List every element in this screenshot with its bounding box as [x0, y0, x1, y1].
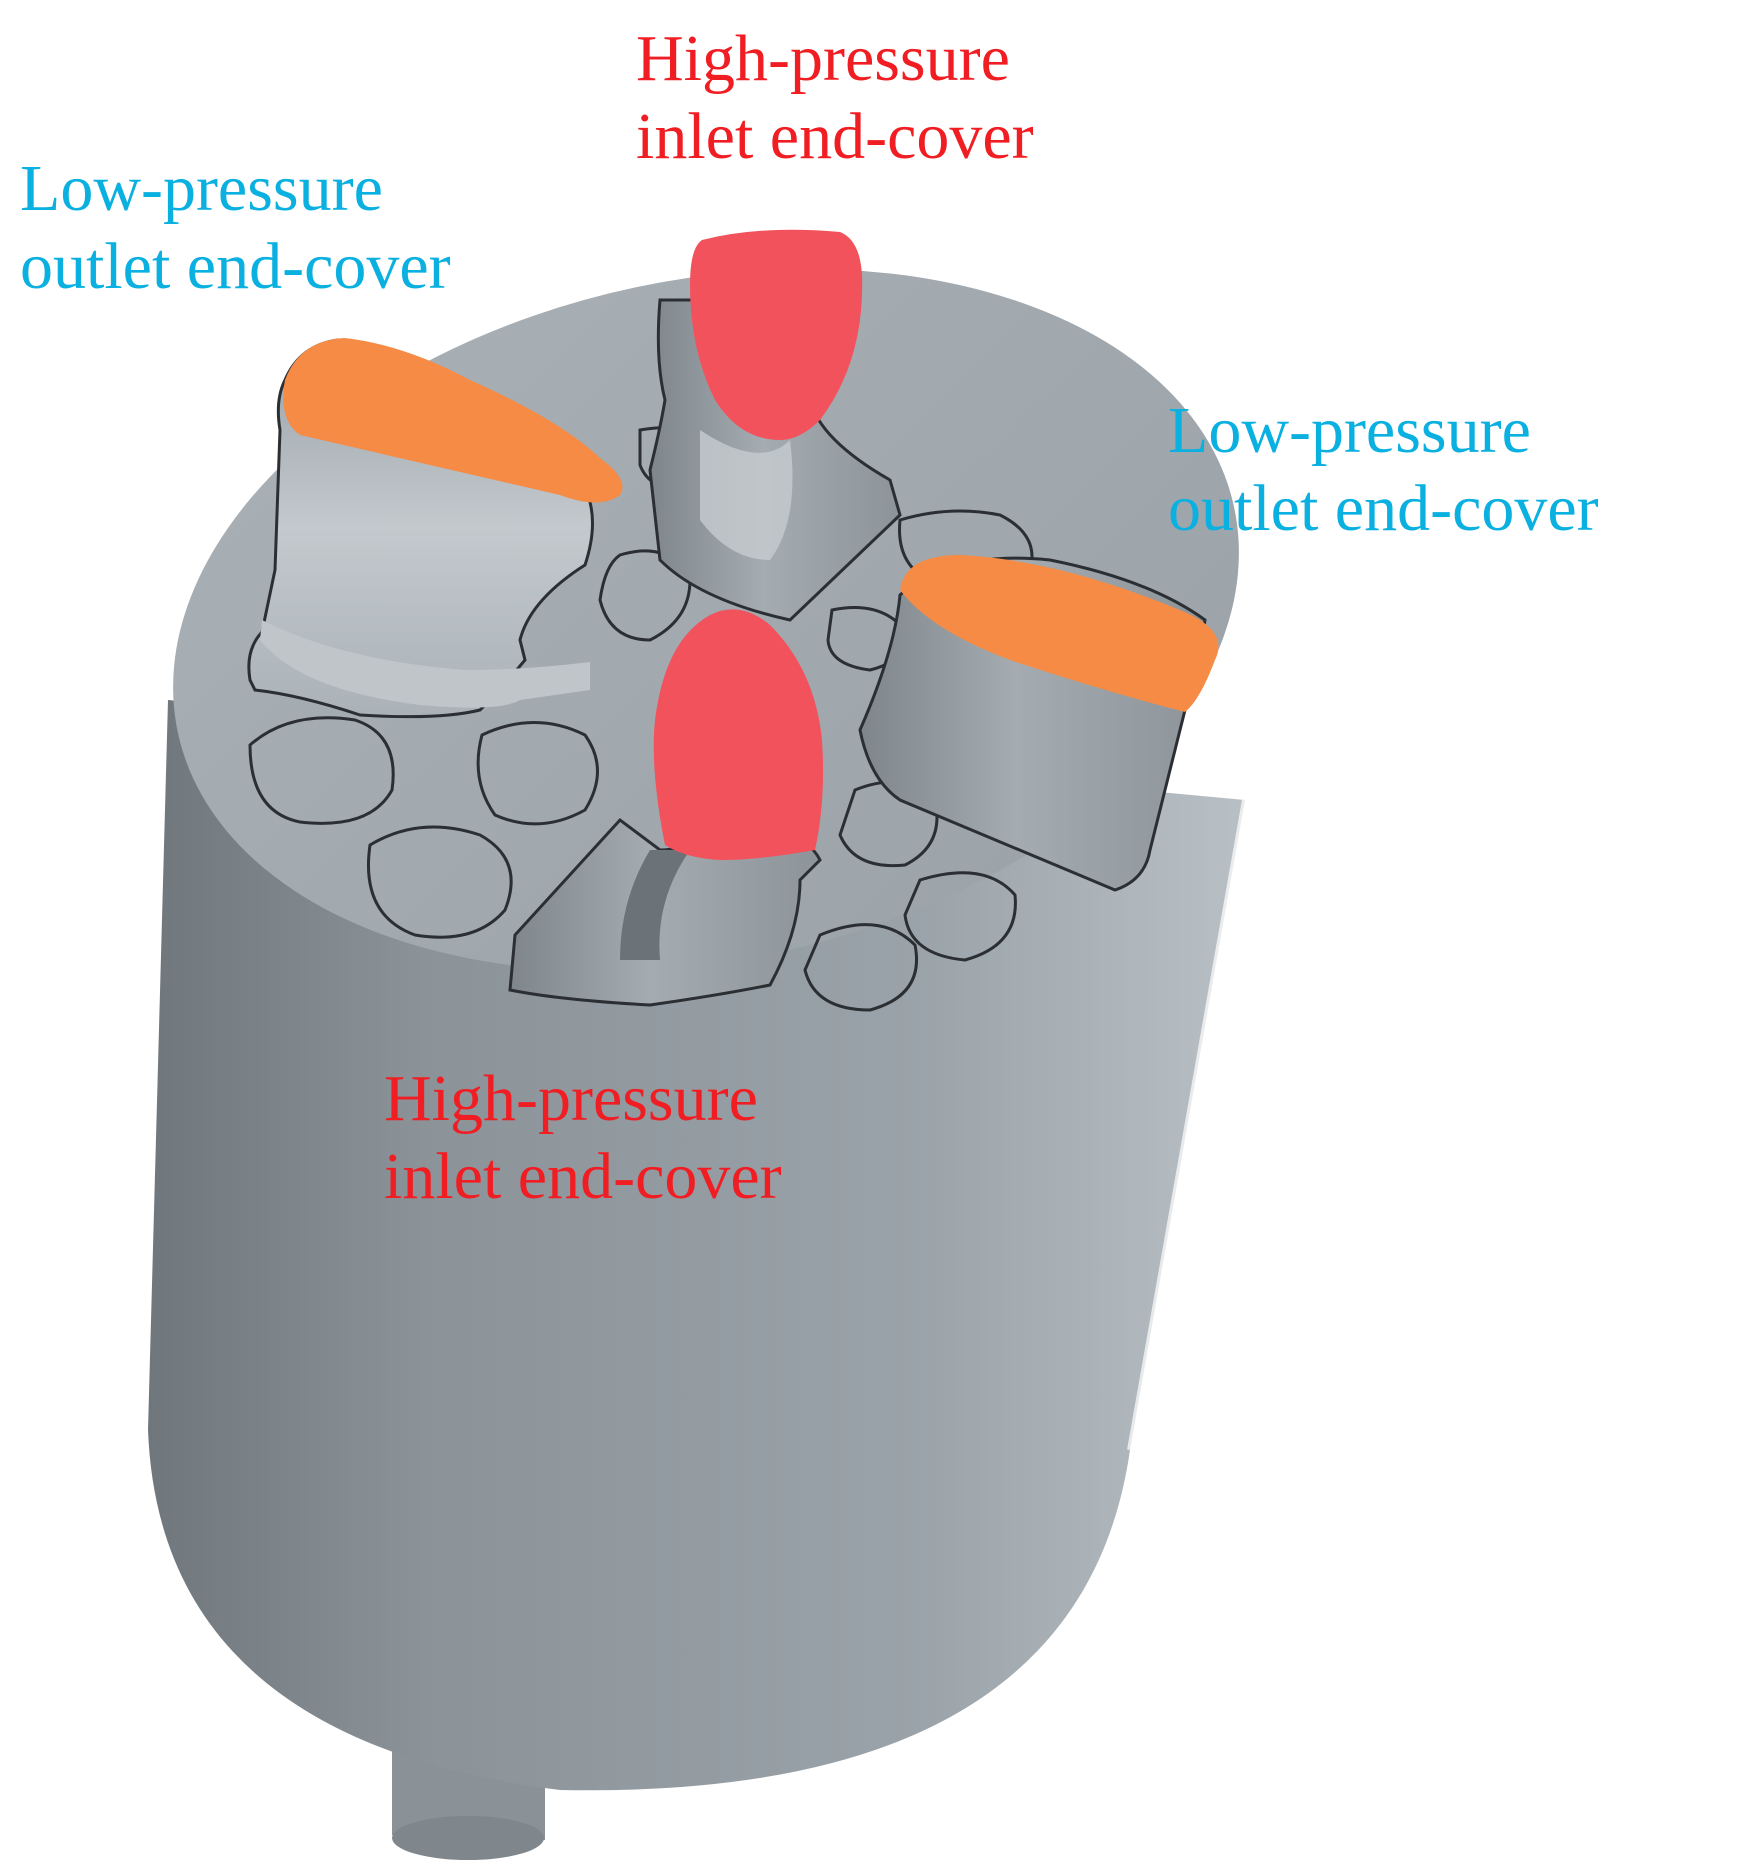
label-line: High-pressure	[636, 22, 1010, 95]
label-line: inlet end-cover	[636, 100, 1034, 173]
hp-port-center	[508, 609, 824, 1007]
label-line: Low-pressure	[1168, 394, 1531, 467]
label-low-pressure-outlet-left: Low-pressure outlet end-cover	[20, 150, 451, 306]
lp-cap-right	[900, 555, 1219, 712]
cylinder-body	[148, 700, 1248, 1791]
channel-outline	[903, 871, 1017, 962]
hp-port-top	[648, 229, 902, 622]
hp-cap-top	[690, 229, 863, 440]
label-line: outlet end-cover	[20, 230, 451, 303]
label-line: High-pressure	[384, 1062, 758, 1135]
label-high-pressure-inlet-bottom: High-pressure inlet end-cover	[384, 1060, 782, 1216]
channel-outline	[248, 716, 395, 825]
hp-cap-center	[653, 609, 824, 860]
lp-cap-left	[283, 338, 623, 503]
channel-outline	[367, 825, 513, 939]
label-high-pressure-inlet-top: High-pressure inlet end-cover	[636, 20, 1034, 176]
lp-port-left	[247, 338, 623, 719]
label-line: Low-pressure	[20, 152, 383, 225]
label-line: inlet end-cover	[384, 1140, 782, 1213]
label-low-pressure-outlet-right: Low-pressure outlet end-cover	[1168, 392, 1599, 548]
channel-outline	[476, 721, 599, 826]
lp-port-right	[858, 555, 1219, 892]
label-line: outlet end-cover	[1168, 472, 1599, 545]
channel-outline	[803, 923, 918, 1012]
